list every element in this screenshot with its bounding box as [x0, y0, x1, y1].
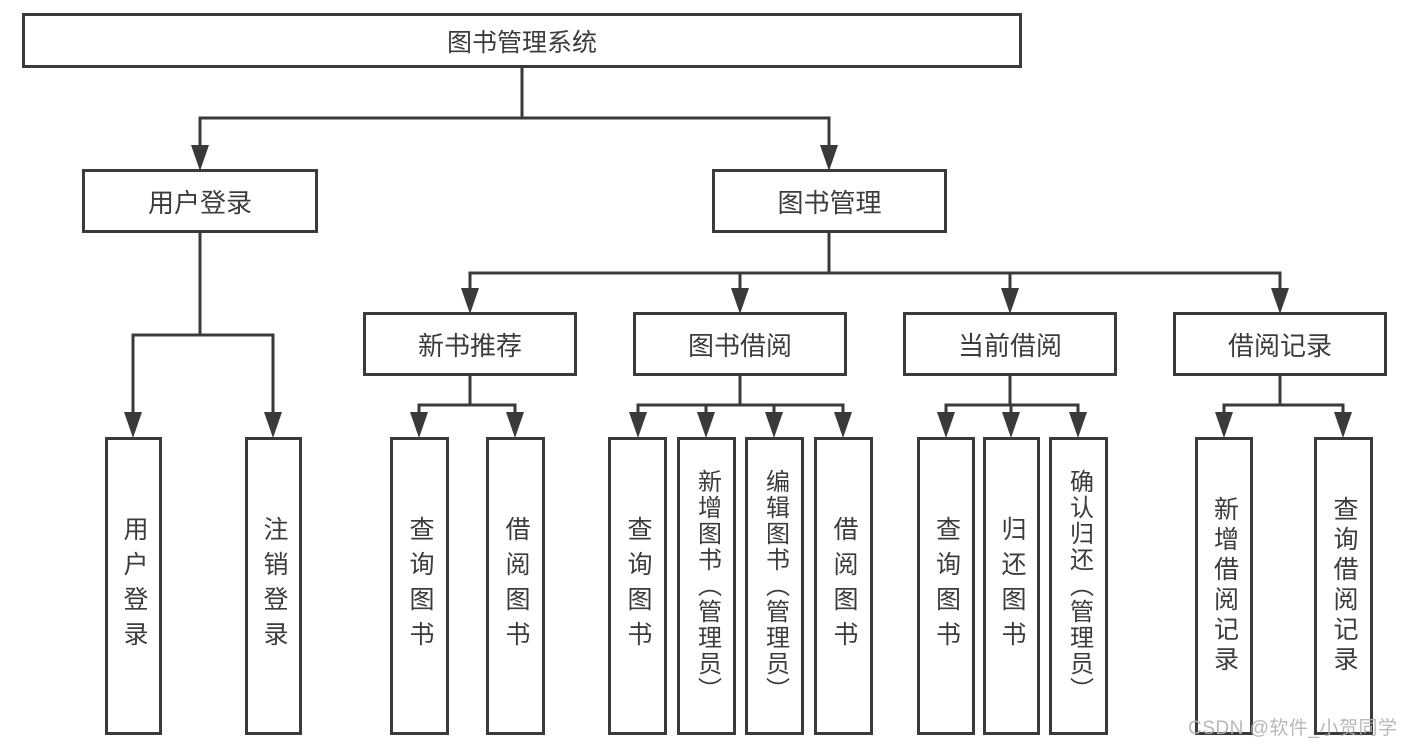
arrow-down-icon	[191, 145, 209, 171]
leaf-label: 借阅图书	[502, 516, 530, 656]
node-label: 图书借阅	[687, 330, 792, 361]
arrow-down-icon	[1271, 288, 1289, 314]
leaf-add-book-admin: 新增图书（管理员）	[677, 437, 736, 735]
arrow-down-icon	[1334, 412, 1352, 438]
arrow-down-icon	[834, 412, 852, 438]
leaf-borrow-books: 借阅图书	[814, 437, 873, 735]
arrow-down-icon	[1001, 288, 1019, 314]
node-root-label: 图书管理系统	[446, 28, 597, 57]
arrow-down-icon	[124, 412, 142, 438]
leaf-label: 用户登录	[120, 516, 148, 656]
leaf-label: 查询图书	[624, 516, 652, 656]
arrow-down-icon	[937, 412, 955, 438]
node-book-management: 图书管理	[712, 169, 947, 233]
connector-current-split	[944, 403, 1080, 418]
node-new-book-recommend: 新书推荐	[363, 312, 577, 376]
leaf-user-login: 用户登录	[105, 437, 162, 735]
leaf-label: 新增借阅记录	[1210, 496, 1239, 676]
leaf-label: 查询图书	[406, 516, 434, 656]
connector-records-split	[1222, 403, 1345, 418]
connector-root-split	[198, 116, 831, 151]
node-user-login: 用户登录	[82, 169, 318, 233]
leaf-query-books-recommend: 查询图书	[390, 437, 449, 735]
connector-bookmgmt-split	[468, 271, 1282, 294]
leaf-label: 注销登录	[260, 516, 288, 656]
node-label: 新书推荐	[417, 330, 522, 361]
arrow-down-icon	[461, 288, 479, 314]
leaf-label: 新增图书（管理员）	[693, 469, 721, 703]
leaf-label: 确认归还（管理员）	[1065, 469, 1093, 703]
leaf-label: 编辑图书（管理员）	[761, 469, 789, 703]
leaf-add-borrow-record: 新增借阅记录	[1195, 437, 1253, 735]
leaf-logout: 注销登录	[245, 437, 302, 735]
leaf-query-books-borrow: 查询图书	[608, 437, 667, 735]
leaf-label: 借阅图书	[830, 516, 858, 656]
leaf-label: 查询借阅记录	[1330, 496, 1358, 676]
watermark: CSDN @软件_小贺同学	[1188, 718, 1398, 739]
node-root: 图书管理系统	[22, 13, 1022, 68]
leaf-query-borrow-record: 查询借阅记录	[1314, 437, 1373, 735]
arrow-down-icon	[1215, 412, 1233, 438]
arrow-down-icon	[410, 412, 428, 438]
arrow-down-icon	[765, 412, 783, 438]
leaf-query-books-current: 查询图书	[917, 437, 975, 735]
arrow-down-icon	[264, 412, 282, 438]
arrow-down-icon	[820, 145, 838, 171]
node-label: 当前借阅	[957, 330, 1062, 361]
node-current-borrow: 当前借阅	[903, 312, 1117, 376]
arrow-down-icon	[506, 412, 524, 438]
node-label: 借阅记录	[1227, 330, 1332, 361]
leaf-edit-book-admin: 编辑图书（管理员）	[745, 437, 804, 735]
node-borrow-records: 借阅记录	[1173, 312, 1387, 376]
arrow-down-icon	[1069, 412, 1087, 438]
connector-newbook-split	[417, 403, 517, 418]
arrow-down-icon	[697, 412, 715, 438]
arrow-down-icon	[1002, 412, 1020, 438]
connector-borrow-split	[636, 403, 845, 418]
node-label: 用户登录	[147, 187, 252, 218]
arrow-down-icon	[629, 412, 647, 438]
leaf-label: 查询图书	[932, 516, 961, 656]
arrow-down-icon	[731, 288, 749, 314]
connector-userlogin-split	[131, 333, 275, 418]
node-book-borrow: 图书借阅	[633, 312, 847, 376]
leaf-return-book: 归还图书	[983, 437, 1040, 735]
leaf-label: 归还图书	[998, 516, 1026, 656]
node-label: 图书管理	[777, 187, 882, 218]
leaf-borrow-books-recommend: 借阅图书	[486, 437, 545, 735]
leaf-confirm-return-admin: 确认归还（管理员）	[1049, 437, 1108, 735]
